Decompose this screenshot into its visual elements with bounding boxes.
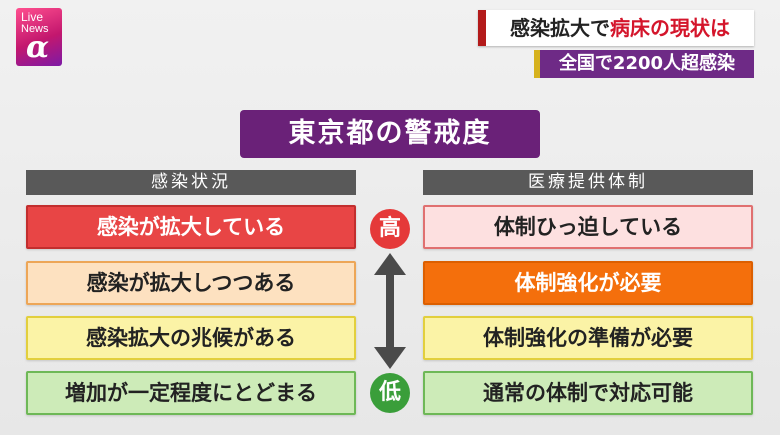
double-arrow-icon [374,253,406,369]
headline-caption-black: 感染拡大で [510,16,610,40]
main-title: 東京都の警戒度 [240,110,540,158]
infection-level-1: 感染が拡大している [26,205,356,249]
infection-status-header: 感染状況 [26,170,356,195]
logo-alpha-symbol: α [26,30,50,65]
medical-system-header: 医療提供体制 [423,170,753,195]
infection-level-4: 増加が一定程度にとどまる [26,371,356,415]
infection-level-3: 感染拡大の兆候がある [26,316,356,360]
medical-level-4: 通常の体制で対応可能 [423,371,753,415]
medical-level-3: 体制強化の準備が必要 [423,316,753,360]
headline-caption: 感染拡大で病床の現状は [478,10,754,46]
live-news-alpha-logo: Live News α [16,8,62,66]
infection-level-2: 感染が拡大しつつある [26,261,356,305]
medical-level-2: 体制強化が必要 [423,261,753,305]
subheadline-caption: 全国で2200人超感染 [534,50,754,78]
high-level-badge: 高 [370,209,410,249]
medical-level-1: 体制ひっ迫している [423,205,753,249]
logo-live-text: Live [21,10,44,24]
low-level-badge: 低 [370,373,410,413]
headline-caption-red: 病床の現状は [610,16,730,40]
logo-news-text: News [21,23,49,35]
